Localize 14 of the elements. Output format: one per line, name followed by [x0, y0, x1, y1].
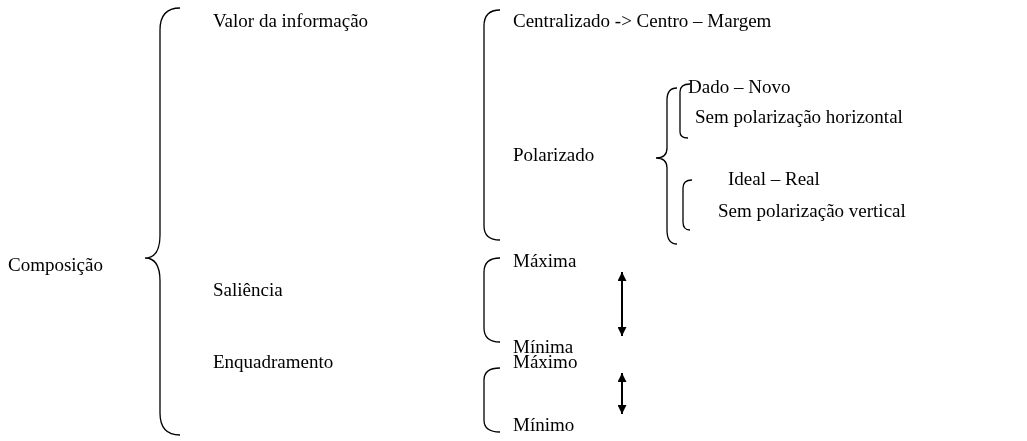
double-arrow	[617, 372, 627, 415]
category-label: Ideal – Real	[728, 168, 820, 190]
category-label: Valor da informação	[213, 10, 369, 32]
category-label: Composição	[8, 254, 103, 276]
double-arrow	[617, 271, 627, 337]
category-label: Enquadramento	[213, 351, 334, 373]
category-label: Saliência	[213, 279, 283, 301]
scale-label: Máxima	[513, 250, 633, 272]
category-label: Sem polarização vertical	[718, 200, 906, 222]
category-label: Dado – Novo	[688, 76, 791, 98]
scale-label: Mínimo	[513, 414, 633, 436]
category-label: Polarizado	[513, 144, 595, 166]
category-label: Sem polarização horizontal	[695, 106, 903, 128]
category-label: Centralizado -> Centro – Margem	[513, 10, 772, 32]
